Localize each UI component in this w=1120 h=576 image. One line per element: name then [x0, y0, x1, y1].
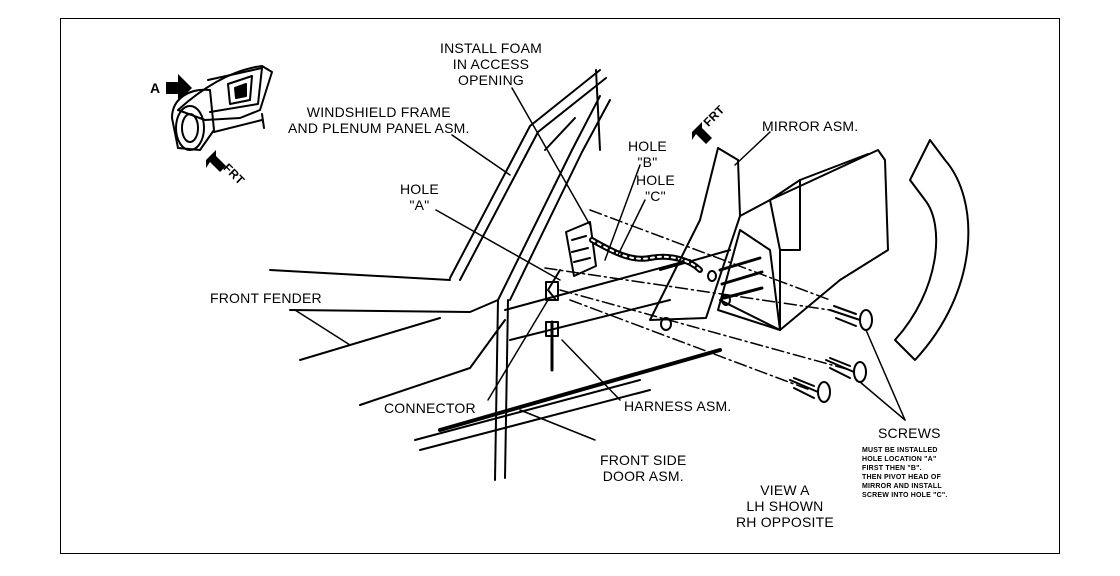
install-foam-label: INSTALL FOAM IN ACCESS OPENING: [440, 40, 542, 88]
leader-lines: [294, 87, 906, 441]
hole-a-label: HOLE "A": [400, 181, 439, 213]
windshield-frame: [449, 69, 611, 301]
hole-b-label: HOLE "B": [628, 138, 667, 170]
diagram-frame: [60, 18, 1060, 554]
screws-note: MUST BE INSTALLED HOLE LOCATION "A" FIRS…: [862, 447, 948, 499]
alignment-lines: [544, 209, 851, 391]
frt-arrow-main: [692, 122, 712, 144]
mirror-assembly: [649, 147, 889, 331]
front-fender: [269, 269, 506, 406]
pivot-arrow: [894, 139, 970, 361]
screws-label: SCREWS: [878, 425, 941, 441]
frt-arrow-inset: [206, 150, 226, 172]
view-a-label: VIEW A LH SHOWN RH OPPOSITE: [736, 482, 834, 530]
front-side-door: [414, 249, 731, 481]
harness-asm-label: HARNESS ASM.: [624, 398, 732, 414]
vehicle-inset: [171, 65, 273, 151]
hole-c-label: HOLE "C": [636, 172, 675, 204]
front-fender-label: FRONT FENDER: [210, 290, 322, 306]
mirror-asm-label: MIRROR ASM.: [762, 118, 859, 134]
windshield-frame-label: WINDSHIELD FRAME AND PLENUM PANEL ASM.: [288, 104, 470, 136]
front-side-door-label: FRONT SIDE DOOR ASM.: [600, 452, 687, 484]
harness-assembly: [545, 221, 703, 372]
connector-label: CONNECTOR: [384, 400, 476, 416]
view-a-arrow: [166, 74, 192, 102]
view-a-marker: A: [150, 80, 161, 96]
